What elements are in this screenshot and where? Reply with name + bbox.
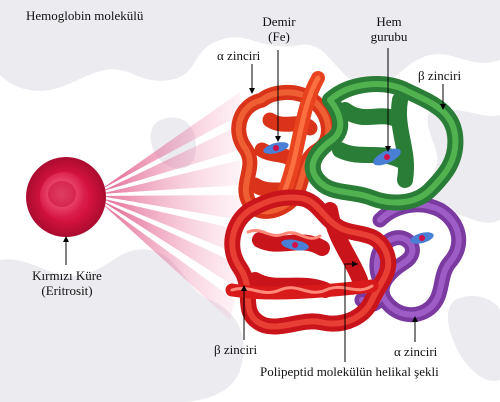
iron-label-line1: Demir — [262, 14, 296, 29]
heme-disk-icon — [263, 142, 434, 251]
diagram-title: Hemoglobin molekülü — [26, 8, 144, 23]
beta-chain-green — [304, 76, 464, 211]
red-blood-cell-label-line2: (Eritrosit) — [41, 283, 93, 298]
red-blood-cell-label-line1: Kırmızı Küre — [32, 268, 102, 283]
iron-label-line2: (Fe) — [268, 29, 290, 44]
heme-label-line2: gurubu — [370, 29, 408, 44]
heme-label: Hem gurubu — [364, 14, 414, 44]
red-blood-cell-icon — [26, 157, 106, 237]
magnification-rays — [100, 92, 240, 320]
pointer-lines — [63, 48, 446, 362]
beta-chain-top-label: β zinciri — [418, 68, 462, 83]
iron-label: Demir (Fe) — [258, 14, 300, 44]
alpha-chain-bottom-label: α zinciri — [394, 344, 438, 359]
alpha-chain-purple — [354, 197, 467, 323]
helix-shape-label: Polipeptid molekülün helikal şekli — [260, 364, 439, 379]
heme-label-line1: Hem — [376, 14, 402, 29]
red-blood-cell-label: Kırmızı Küre (Eritrosit) — [20, 268, 114, 298]
beta-chain-bottom-label: β zinciri — [214, 342, 258, 357]
alpha-chain-top-label: α zinciri — [217, 48, 261, 63]
